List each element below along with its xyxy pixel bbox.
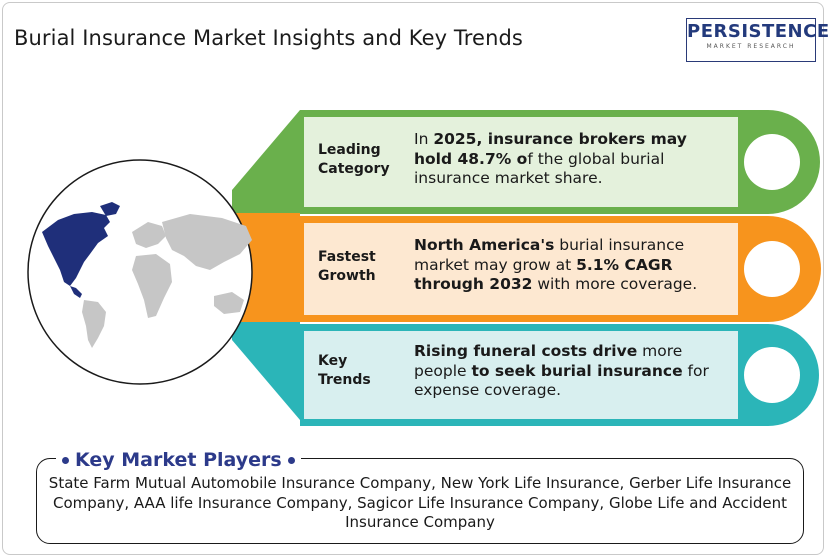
fastest-growth-label: Fastest Growth	[318, 248, 410, 286]
north-america-shape	[42, 212, 110, 286]
green-end-circle	[744, 134, 800, 190]
key-trends-label: Key Trends	[318, 352, 410, 390]
bullet-dot-icon	[287, 456, 295, 464]
greenland-shape	[100, 202, 120, 216]
green-panel	[304, 117, 738, 207]
label-line: Key	[318, 353, 348, 369]
fastest-growth-desc: North America's burial insurance market …	[414, 236, 722, 295]
europe-shape	[132, 222, 166, 248]
label-line: Leading	[318, 142, 381, 158]
desc-text: f the global burial insurance market sha…	[414, 149, 665, 188]
desc-bold-text: 5.1% CAGR through 2032	[414, 255, 673, 294]
orange-panel	[304, 223, 738, 315]
desc-bold-text: 2025, insurance brokers may hold 48.7% o	[414, 130, 687, 168]
logo-main-text: PERSISTENCE	[687, 21, 828, 42]
central-america-shape	[70, 286, 82, 298]
label-line: Category	[318, 161, 390, 177]
teal-panel	[304, 331, 738, 419]
label-line: Growth	[318, 268, 376, 284]
leading-category-desc: In 2025, insurance brokers may hold 48.7…	[414, 130, 722, 189]
label-line: Trends	[318, 372, 371, 388]
desc-text: with more coverage.	[532, 275, 698, 293]
leading-category-label: Leading Category	[318, 141, 410, 179]
players-title: Key Market Players	[56, 449, 301, 471]
page-title: Burial Insurance Market Insights and Key…	[14, 26, 523, 50]
bullet-dot-icon	[62, 456, 69, 464]
label-line: Fastest	[318, 249, 376, 265]
logo-sub-text: MARKET RESEARCH	[706, 43, 796, 50]
desc-bold-text: North America's	[414, 236, 555, 254]
australia-shape	[214, 292, 244, 314]
desc-text: more people	[414, 342, 683, 380]
africa-shape	[132, 254, 172, 318]
key-trends-desc: Rising funeral costs drive more people t…	[414, 342, 722, 401]
south-america-shape	[82, 300, 106, 348]
world-map	[42, 202, 252, 348]
desc-text: for expense coverage.	[414, 361, 709, 400]
desc-text: In	[414, 130, 434, 148]
players-title-text: Key Market Players	[75, 449, 282, 471]
desc-bold-text: Rising funeral costs drive	[414, 342, 638, 360]
players-box	[36, 458, 804, 544]
asia-shape	[162, 214, 252, 270]
desc-text: burial insurance market may grow at	[414, 236, 685, 274]
players-list: State Farm Mutual Automobile Insurance C…	[48, 474, 792, 531]
green-connector	[232, 110, 300, 213]
persistence-logo: PERSISTENCE MARKET RESEARCH	[686, 18, 828, 62]
orange-end-circle	[744, 241, 800, 297]
desc-bold-text: to seek burial insurance	[471, 361, 683, 380]
teal-connector	[232, 322, 300, 420]
teal-end-circle	[744, 347, 800, 403]
